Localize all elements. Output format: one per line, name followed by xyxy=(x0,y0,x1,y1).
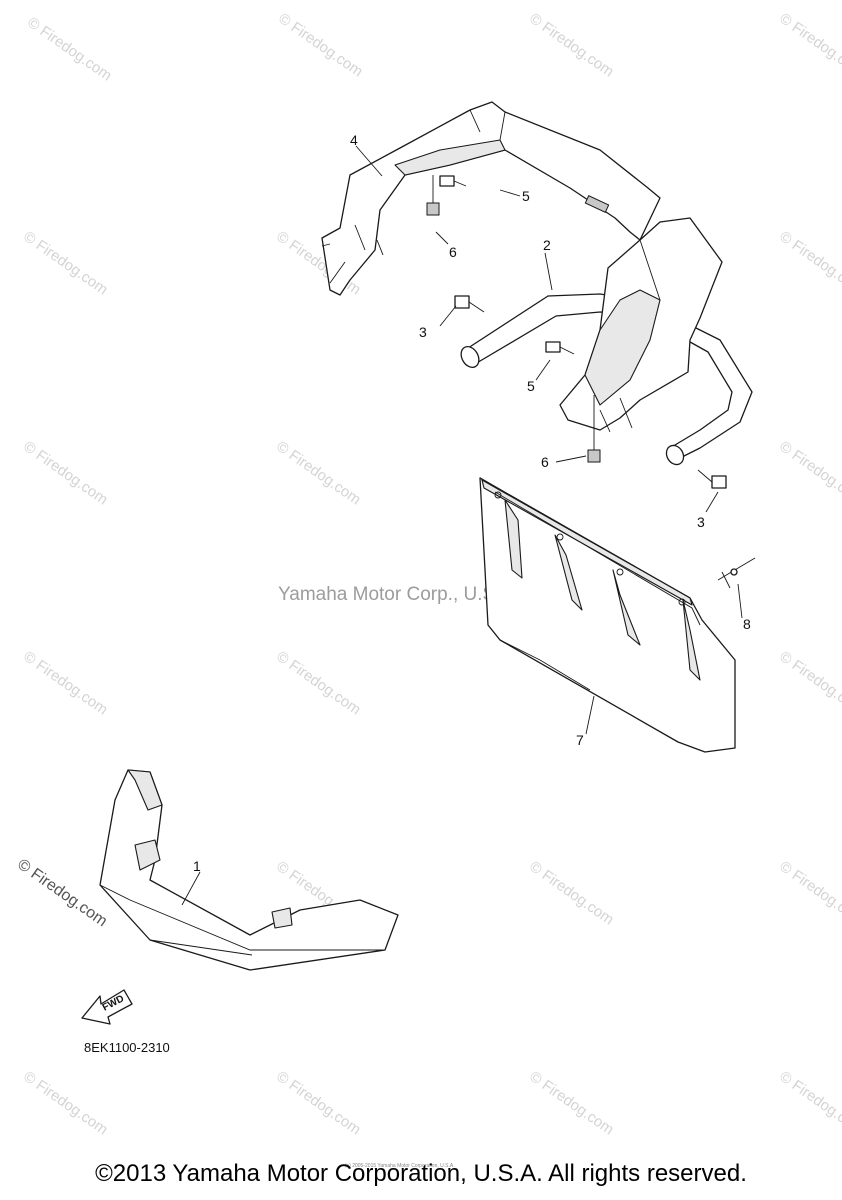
fine-print: (c) 2005-2015 Yamaha Motor Corporation, … xyxy=(345,1163,455,1169)
clip-6-upper xyxy=(426,175,440,216)
rivet-8 xyxy=(717,557,756,589)
part-7-mud-flap xyxy=(479,477,736,753)
center-watermark: Yamaha Motor Corp., U.S.A. xyxy=(278,584,519,605)
fwd-arrow-icon xyxy=(81,989,133,1025)
leader-lines xyxy=(181,145,743,906)
bolt-5-lower xyxy=(545,341,575,355)
callout-8: 8 xyxy=(743,616,751,632)
bolt-3-lower xyxy=(697,469,727,489)
bolt-5-upper xyxy=(439,175,467,187)
front-fairing xyxy=(559,217,723,433)
clip-6-lower xyxy=(587,395,601,463)
callout-5: 5 xyxy=(522,188,530,204)
callout-3: 3 xyxy=(697,514,705,530)
callout-3: 3 xyxy=(419,324,427,340)
callout-2: 2 xyxy=(543,237,551,253)
callout-7: 7 xyxy=(576,732,584,748)
callout-4: 4 xyxy=(350,132,358,148)
part-1-front-bumper xyxy=(99,769,399,971)
callout-1: 1 xyxy=(193,858,201,874)
bolt-3-upper xyxy=(454,295,485,313)
callout-6: 6 xyxy=(541,454,549,470)
callout-5: 5 xyxy=(527,378,535,394)
callout-6: 6 xyxy=(449,244,457,260)
part-4-frame xyxy=(321,101,661,296)
part-code: 8EK1100-2310 xyxy=(84,1040,170,1055)
copyright-footer: ©2013 Yamaha Motor Corporation, U.S.A. A… xyxy=(95,1160,747,1187)
